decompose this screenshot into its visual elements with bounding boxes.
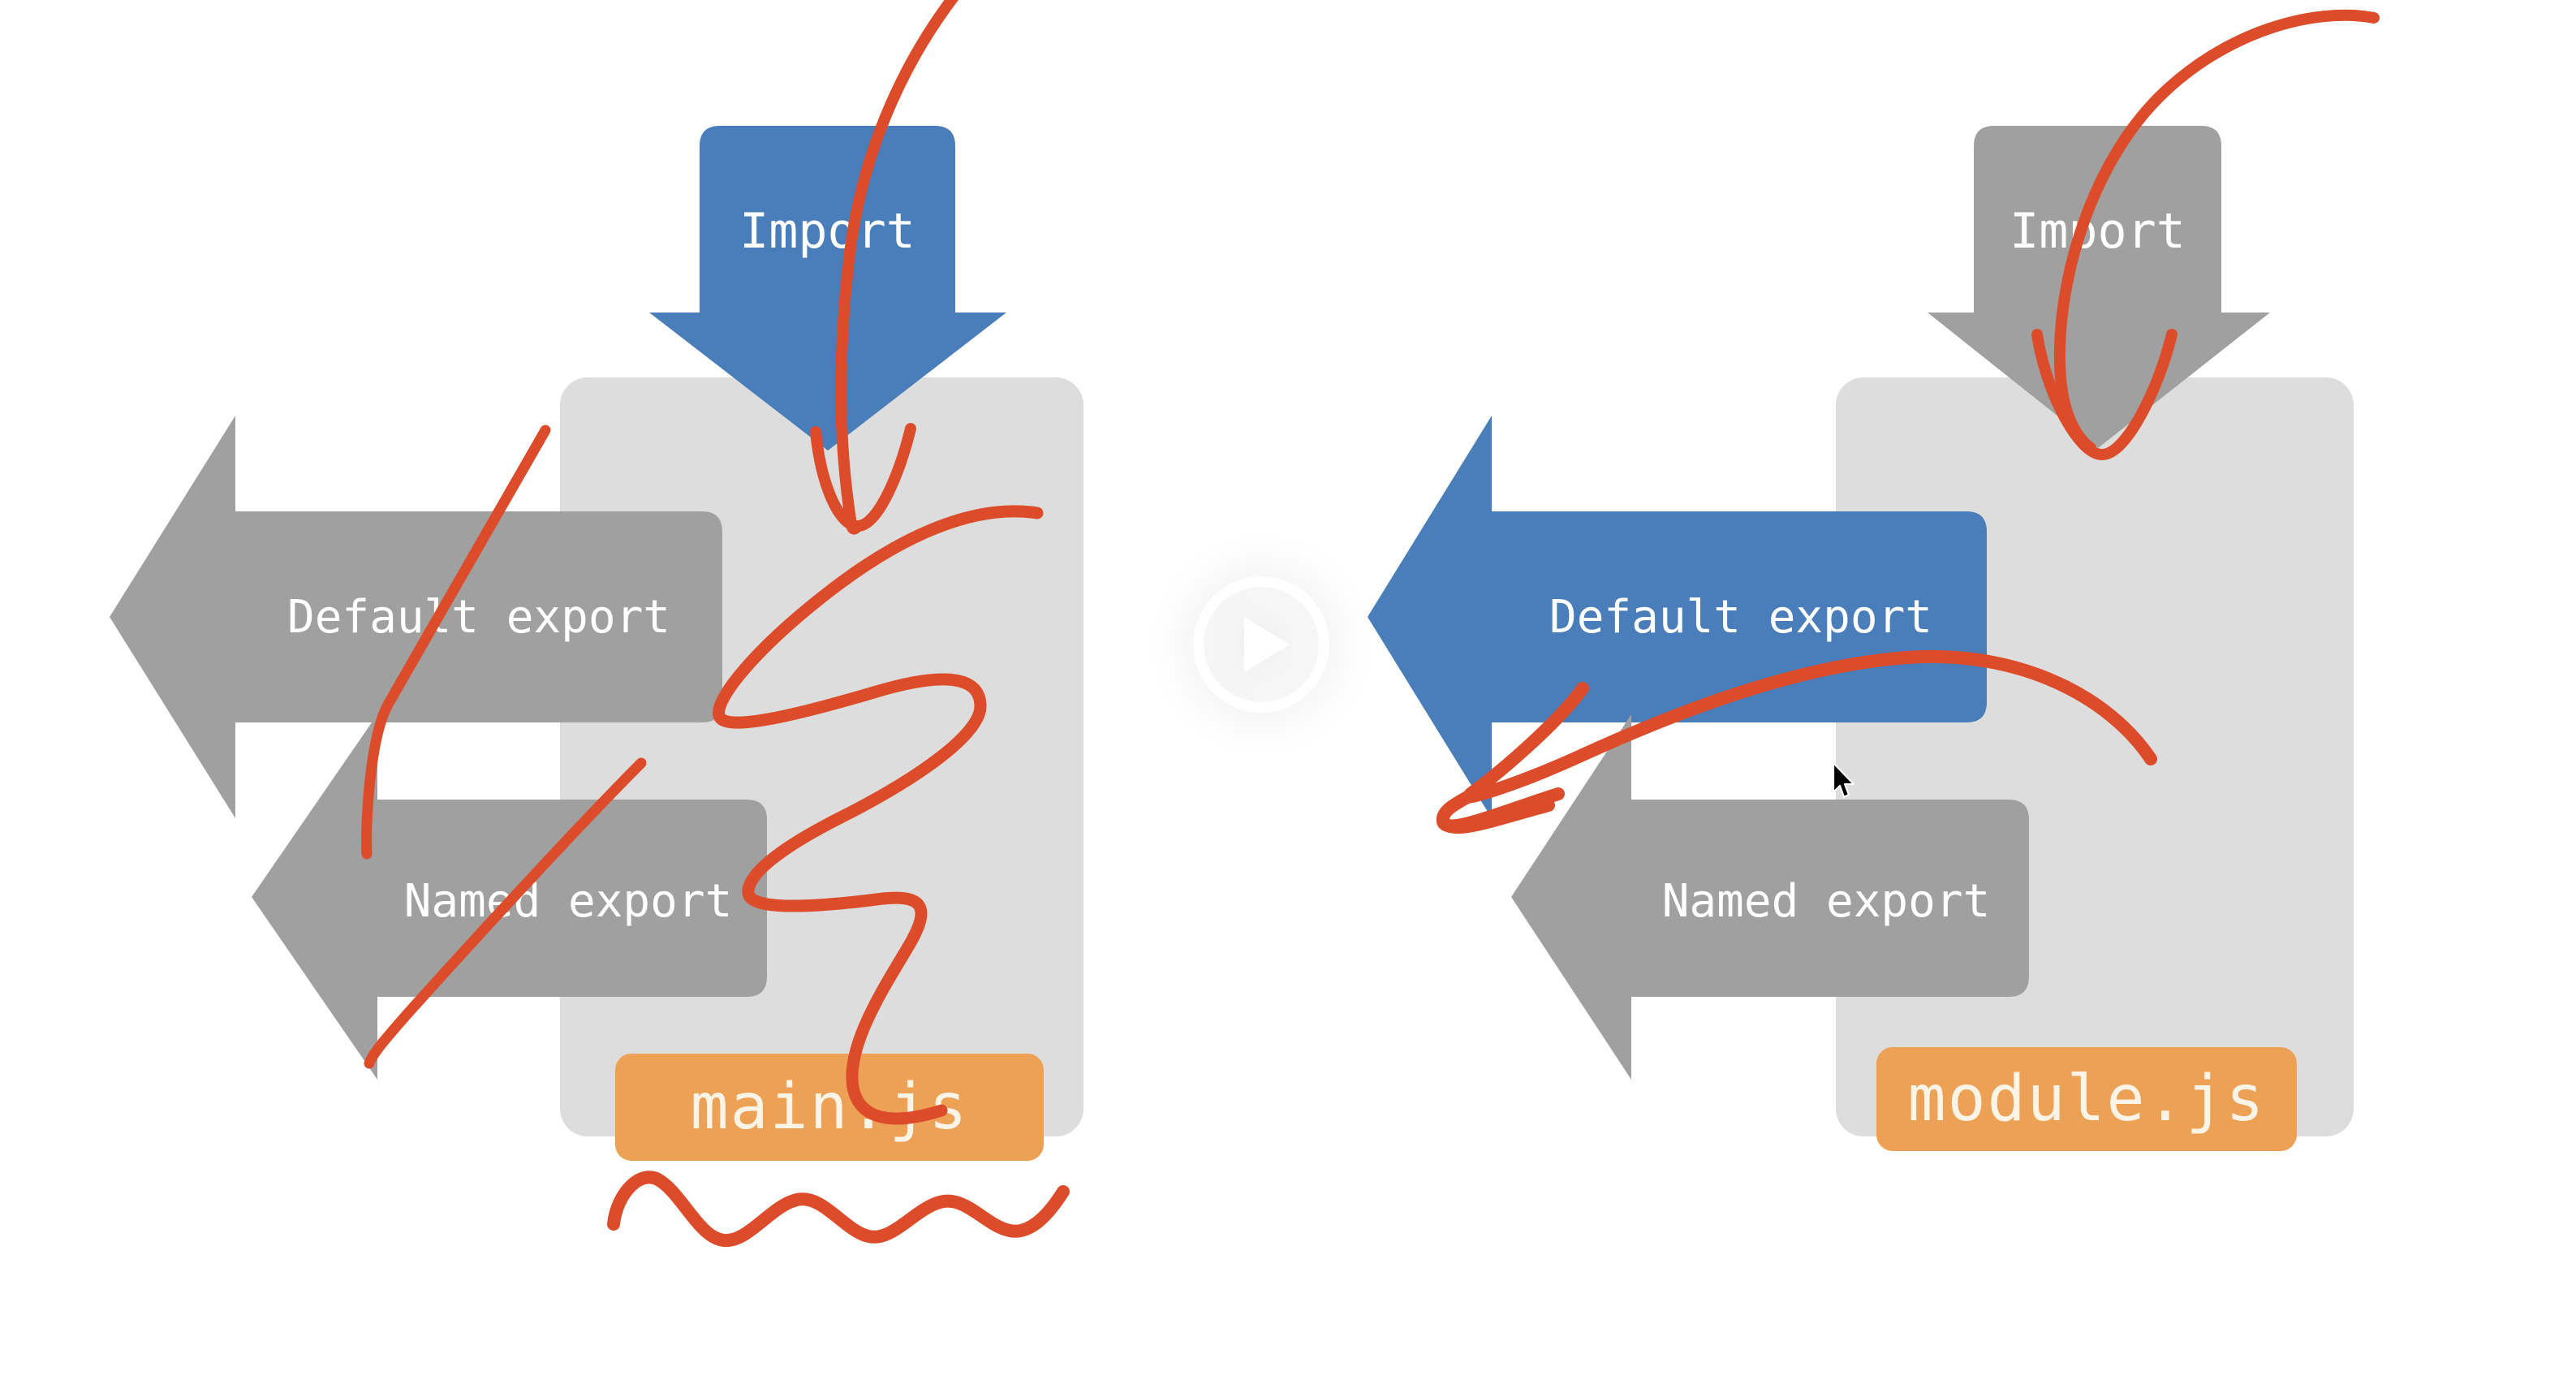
play-button[interactable] bbox=[1193, 576, 1329, 713]
file-badge-module-label: module.js bbox=[1907, 1063, 2266, 1136]
panel-module-box bbox=[1836, 377, 2354, 1136]
file-badge-main: main.js bbox=[615, 1054, 1044, 1161]
file-badge-module: module.js bbox=[1876, 1047, 2297, 1151]
play-triangle-icon bbox=[1244, 617, 1290, 672]
file-badge-main-label: main.js bbox=[690, 1071, 969, 1144]
panel-main-box bbox=[560, 377, 1083, 1136]
